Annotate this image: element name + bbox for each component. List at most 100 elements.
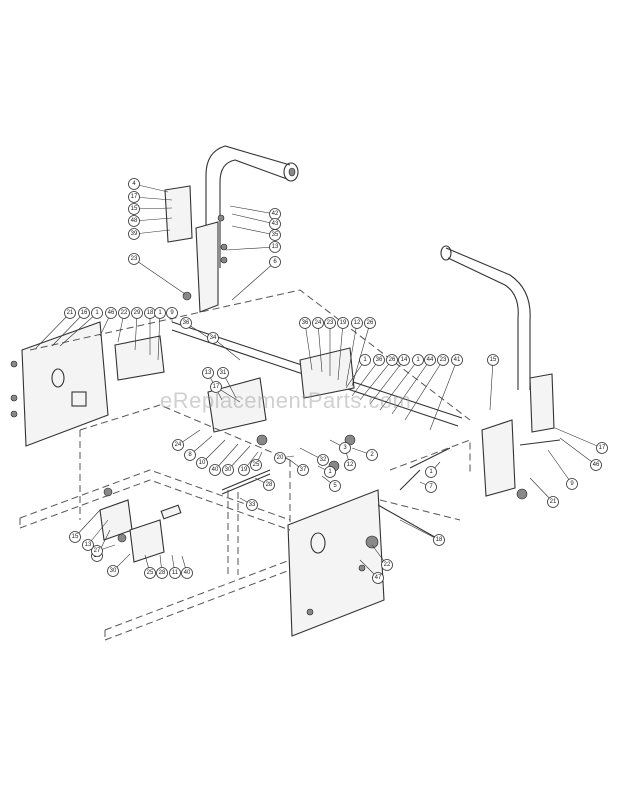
leader-line xyxy=(133,258,186,295)
callout-label: 27 xyxy=(94,548,101,554)
callout-balloon: 18 xyxy=(433,534,445,546)
callout-circle xyxy=(566,478,578,490)
callout-balloon: 8 xyxy=(184,449,196,461)
callout-label: 19 xyxy=(241,467,248,473)
callout-circle xyxy=(359,354,371,366)
callout-balloon: 23 xyxy=(128,253,140,265)
callout-circle xyxy=(451,354,463,366)
callout-label: 29 xyxy=(134,310,141,316)
callout-balloon: 27 xyxy=(91,545,103,557)
leader-line xyxy=(59,312,98,347)
callout-circle xyxy=(217,367,229,379)
callout-label: 6 xyxy=(273,259,277,265)
callout-label: 31 xyxy=(220,370,227,376)
leader-line xyxy=(554,427,603,449)
leader-line xyxy=(429,359,458,431)
callout-balloon: 6 xyxy=(269,256,281,268)
callout-label: 21 xyxy=(67,310,74,316)
callout-label: 13 xyxy=(272,244,279,250)
callout-label: 24 xyxy=(315,320,322,326)
callout-label: 9 xyxy=(570,481,574,487)
callout-circle xyxy=(180,317,192,329)
callout-balloon: 24 xyxy=(172,439,184,451)
leader-line xyxy=(379,359,419,411)
callout-balloon: 17 xyxy=(210,381,222,393)
callout-circle xyxy=(386,354,398,366)
callout-balloon: 23 xyxy=(437,354,449,366)
leader-line xyxy=(229,205,276,215)
callout-label: 3 xyxy=(343,445,347,451)
callout-circle xyxy=(424,354,436,366)
leader-line xyxy=(35,312,71,349)
callout-circle xyxy=(317,454,329,466)
callout-circle xyxy=(263,479,275,491)
callout-label: 36 xyxy=(376,357,383,363)
callout-circle xyxy=(128,178,140,190)
callout-circle xyxy=(181,567,193,579)
callout-balloon: 21 xyxy=(547,496,559,508)
leader-line xyxy=(404,359,444,421)
callout-label: 10 xyxy=(199,460,206,466)
callout-label: 22 xyxy=(121,310,128,316)
callout-label: 30 xyxy=(225,467,232,473)
callout-circle xyxy=(78,307,90,319)
leader-line xyxy=(559,437,597,466)
callout-label: 17 xyxy=(213,384,220,390)
callout-label: 41 xyxy=(454,357,461,363)
callout-label: 40 xyxy=(184,570,191,576)
callout-label: 23 xyxy=(327,320,334,326)
callout-circle xyxy=(339,442,351,454)
leader-line xyxy=(133,196,173,201)
callout-balloon: 19 xyxy=(337,317,349,329)
callout-circle xyxy=(144,567,156,579)
callout-circle xyxy=(166,307,178,319)
callout-balloon: 15 xyxy=(69,531,81,543)
callout-balloon: 7 xyxy=(425,481,437,493)
callout-circle xyxy=(91,545,103,557)
callout-circle xyxy=(412,354,424,366)
callout-balloon: 9 xyxy=(566,478,578,490)
callout-circle xyxy=(433,534,445,546)
callout-label: 25 xyxy=(147,570,154,576)
callout-label: 18 xyxy=(147,310,154,316)
callout-circle xyxy=(196,457,208,469)
callout-balloon: 20 xyxy=(274,452,286,464)
callout-label: 36 xyxy=(183,320,190,326)
callout-circle xyxy=(269,241,281,253)
callout-circle xyxy=(128,215,140,227)
left-side-plate xyxy=(10,321,109,447)
callout-label: 32 xyxy=(320,457,327,463)
callout-label: 42 xyxy=(272,211,279,217)
callout-balloon: 24 xyxy=(312,317,324,329)
callout-circle xyxy=(274,452,286,464)
leader-line xyxy=(351,322,371,387)
callout-label: 37 xyxy=(300,467,307,473)
callout-label: 22 xyxy=(384,562,391,568)
callout-circle xyxy=(299,317,311,329)
callout-balloon: 48 xyxy=(128,215,140,227)
callout-circle xyxy=(118,307,130,319)
right-lever-bracket xyxy=(481,373,561,500)
callout-circle xyxy=(128,253,140,265)
callout-balloon: 44 xyxy=(424,354,436,366)
callout-balloon: 15 xyxy=(487,354,499,366)
callout-balloon: 46 xyxy=(590,459,602,471)
callout-circle xyxy=(238,464,250,476)
callout-circle xyxy=(351,317,363,329)
leader-line xyxy=(74,509,101,538)
right-side-plate xyxy=(287,489,385,637)
callout-balloon: 1 xyxy=(324,466,336,478)
callout-balloon: 14 xyxy=(398,354,410,366)
callout-circle xyxy=(372,572,384,584)
callout-circle xyxy=(207,332,219,344)
callout-balloon: 42 xyxy=(269,208,281,220)
callout-balloon: 30 xyxy=(107,565,119,577)
leader-line xyxy=(134,312,138,351)
callout-label: 40 xyxy=(212,467,219,473)
callout-label: 14 xyxy=(401,357,408,363)
leader-line xyxy=(133,207,173,210)
right-steering-lever xyxy=(440,245,531,390)
callout-label: 17 xyxy=(599,445,606,451)
callout-circle xyxy=(250,459,262,471)
